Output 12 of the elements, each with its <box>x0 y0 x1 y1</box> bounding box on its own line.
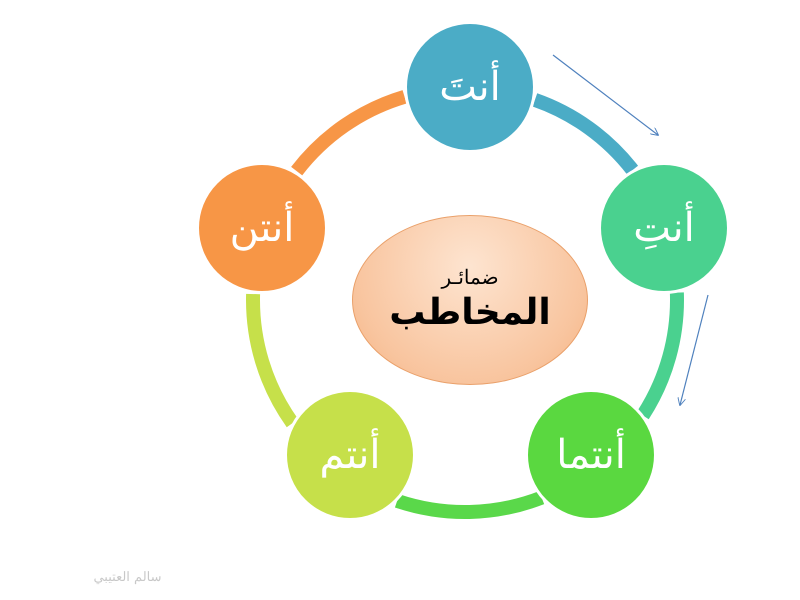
pronoun-text: أنتم <box>320 430 380 480</box>
pronoun-text: أنتن <box>230 203 294 253</box>
ring-arc <box>246 294 298 427</box>
pronoun-text: أنتِ <box>633 203 695 253</box>
subtitle-text: ضمائـر <box>441 265 499 290</box>
ring-arc <box>532 93 638 175</box>
pronoun-text: أنتَ <box>439 62 501 112</box>
pronoun-text: أنتما <box>556 430 626 480</box>
ring-arc <box>636 292 684 419</box>
title-text: المخاطب <box>389 291 551 335</box>
ring-arc <box>395 491 544 519</box>
ring-arc <box>291 90 407 176</box>
